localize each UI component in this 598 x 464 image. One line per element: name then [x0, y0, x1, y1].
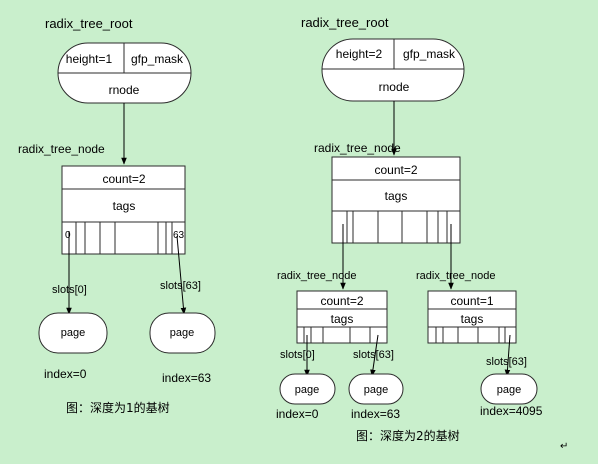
left-leaf1-slot: slots[63]: [160, 280, 201, 292]
right-leaf1-slot: slots[63]: [353, 349, 394, 361]
right-child1-title: radix_tree_node: [416, 270, 496, 282]
left-node-tags: tags: [113, 199, 136, 213]
left-leaf0-page: page: [38, 312, 108, 354]
right-leaf0-page-label: page: [295, 384, 319, 396]
left-caption: 图：深度为1的基树: [66, 400, 170, 415]
right-root-gfp-mask: gfp_mask: [403, 47, 456, 61]
right-child1-node: count=1 tags: [427, 290, 517, 344]
left-slot-first-label: 0: [65, 230, 71, 241]
right-root-height: height=2: [336, 47, 383, 61]
left-root-rnode: rnode: [109, 83, 140, 97]
left-root-height: height=1: [66, 52, 113, 66]
left-leaf0-index: index=0: [44, 367, 87, 381]
right-child0-title: radix_tree_node: [277, 270, 357, 282]
left-leaf0-page-label: page: [61, 327, 85, 339]
right-node-tags: tags: [385, 189, 408, 203]
right-child0-node: count=2 tags: [296, 290, 388, 344]
left-leaf1-page-label: page: [170, 327, 194, 339]
left-slot-last-label: 63: [173, 230, 185, 241]
right-leaf1-page: page: [348, 373, 404, 405]
right-leaf0-index: index=0: [276, 407, 319, 421]
right-child0-tags: tags: [331, 312, 354, 326]
right-root-title: radix_tree_root: [301, 15, 389, 30]
left-node-shape: [61, 165, 186, 255]
right-tree-node: count=2 tags: [331, 156, 461, 244]
left-root-gfp-mask: gfp_mask: [131, 52, 184, 66]
left-tree-node: count=2 tags 0 63: [61, 165, 186, 255]
right-leaf2-index: index=4095: [480, 404, 543, 418]
left-root-title: radix_tree_root: [45, 16, 133, 31]
right-root-rnode: rnode: [379, 80, 410, 94]
right-leaf0-slot: slots[0]: [280, 349, 315, 361]
right-leaf2-page-label: page: [497, 384, 521, 396]
right-leaf0-page: page: [279, 373, 336, 405]
right-child1-tags: tags: [461, 312, 484, 326]
right-leaf1-page-label: page: [364, 384, 388, 396]
right-node-shape: [331, 156, 461, 244]
right-leaf2-arrow: [504, 334, 511, 377]
right-root-node: height=2 gfp_mask rnode: [321, 38, 465, 102]
right-node-count: count=2: [374, 163, 417, 177]
right-leaf2-slot: slots[63]: [486, 356, 527, 368]
left-leaf0-slot: slots[0]: [52, 284, 87, 296]
left-leaf1-page: page: [149, 312, 216, 354]
right-node-title: radix_tree_node: [314, 141, 401, 155]
right-leaf1-index: index=63: [351, 407, 400, 421]
right-tree: radix_tree_root height=2 gfp_mask rnode …: [276, 15, 568, 452]
paragraph-mark: ↵: [560, 441, 568, 452]
left-tree: radix_tree_root height=1 gfp_mask rnode …: [18, 16, 216, 415]
left-leaf1-index: index=63: [162, 371, 211, 385]
right-child1-count: count=1: [450, 294, 493, 308]
right-caption: 图：深度为2的基树: [356, 428, 460, 443]
right-child0-count: count=2: [320, 294, 363, 308]
left-root-node: height=1 gfp_mask rnode: [57, 42, 192, 104]
left-node-count: count=2: [102, 172, 145, 186]
right-leaf1-arrow: [370, 334, 379, 377]
left-node-title: radix_tree_node: [18, 142, 105, 156]
right-leaf2-page: page: [480, 373, 538, 405]
right-root-shape: [321, 38, 465, 102]
left-slot63-arrow: [176, 235, 187, 315]
